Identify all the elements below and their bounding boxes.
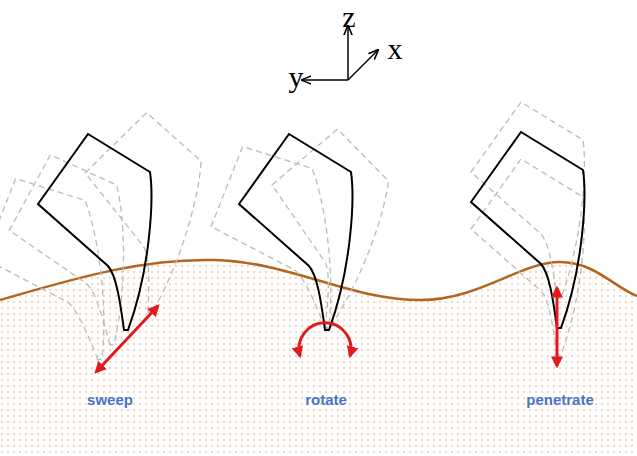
axis-label: y — [289, 62, 304, 92]
tool — [38, 132, 584, 330]
motion-label: penetrate — [526, 392, 594, 407]
axes — [302, 26, 378, 80]
motion-label: rotate — [305, 392, 347, 407]
tool-ghosts — [0, 102, 584, 381]
axis-label: x — [388, 34, 403, 64]
motion-arrows — [96, 288, 557, 372]
motion-label: sweep — [87, 392, 133, 407]
axis-label: z — [342, 2, 355, 32]
